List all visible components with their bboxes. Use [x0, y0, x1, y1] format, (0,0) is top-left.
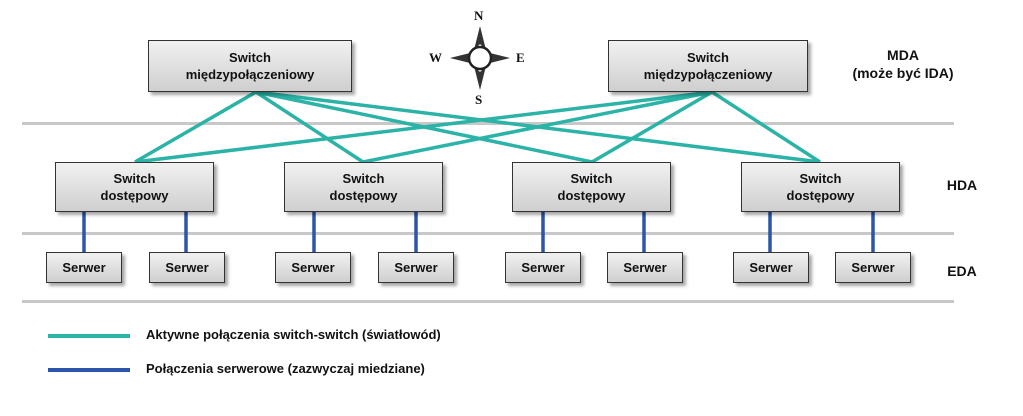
access-switch-4: Switch dostępowy [741, 162, 900, 212]
switch-line2: dostępowy [329, 188, 398, 203]
copper-links [82, 212, 875, 252]
legend-copper-label: Połączenia serwerowe (zazwyczaj miedzian… [146, 361, 425, 376]
switch-line1: Switch [113, 171, 156, 186]
zone-mda-title: MDA [887, 47, 919, 63]
server-box: Serwer [275, 252, 351, 283]
compass-south-label: S [475, 92, 483, 107]
access-switch-1: Switch dostępowy [55, 162, 214, 212]
switch-line1: Switch [342, 171, 385, 186]
legend-copper-swatch [48, 368, 130, 372]
server-box: Serwer [607, 252, 683, 283]
legend-fiber-swatch [48, 334, 130, 338]
access-switch-3: Switch dostępowy [512, 162, 671, 212]
switch-line2: dostępowy [100, 188, 169, 203]
lane-divider-bottom [22, 300, 954, 303]
switch-line2: dostępowy [557, 188, 626, 203]
server-box: Serwer [505, 252, 581, 283]
switch-line2: międzypołączeniowy [643, 67, 773, 82]
fiber-link [591, 90, 713, 164]
server-box: Serwer [46, 252, 122, 283]
zone-label-eda: EDA [947, 263, 977, 279]
fiber-link [134, 90, 713, 164]
core-switch-right: Switch międzypołączeniowy [608, 40, 808, 92]
fiber-link [362, 90, 713, 164]
switch-line1: Switch [687, 50, 729, 65]
server-box: Serwer [378, 252, 454, 283]
compass: N W E S [429, 8, 532, 108]
fiber-link [134, 90, 257, 164]
switch-line1: Switch [799, 171, 842, 186]
compass-rose-icon [450, 26, 510, 90]
access-switch-2: Switch dostępowy [284, 162, 443, 212]
lane-divider-top [22, 122, 954, 125]
legend-fiber-label: Aktywne połączenia switch-switch (światł… [146, 327, 441, 342]
zone-label-mda: MDA (może być IDA) [838, 46, 968, 82]
switch-line1: Switch [229, 50, 271, 65]
fiber-link [711, 90, 821, 164]
server-box: Serwer [835, 252, 911, 283]
switch-line1: Switch [570, 171, 613, 186]
switch-line2: międzypołączeniowy [185, 67, 315, 82]
core-switch-left: Switch międzypołączeniowy [148, 40, 352, 92]
server-box: Serwer [733, 252, 809, 283]
fiber-links [134, 90, 821, 164]
zone-label-hda: HDA [946, 177, 978, 193]
compass-west-label: W [429, 50, 442, 65]
switch-line2: dostępowy [786, 188, 855, 203]
lane-divider-middle [22, 232, 954, 235]
zone-mda-subtitle: (może być IDA) [852, 65, 954, 81]
fiber-link [255, 90, 364, 164]
compass-north-label: N [474, 8, 484, 23]
compass-east-label: E [516, 50, 525, 65]
server-box: Serwer [149, 252, 225, 283]
